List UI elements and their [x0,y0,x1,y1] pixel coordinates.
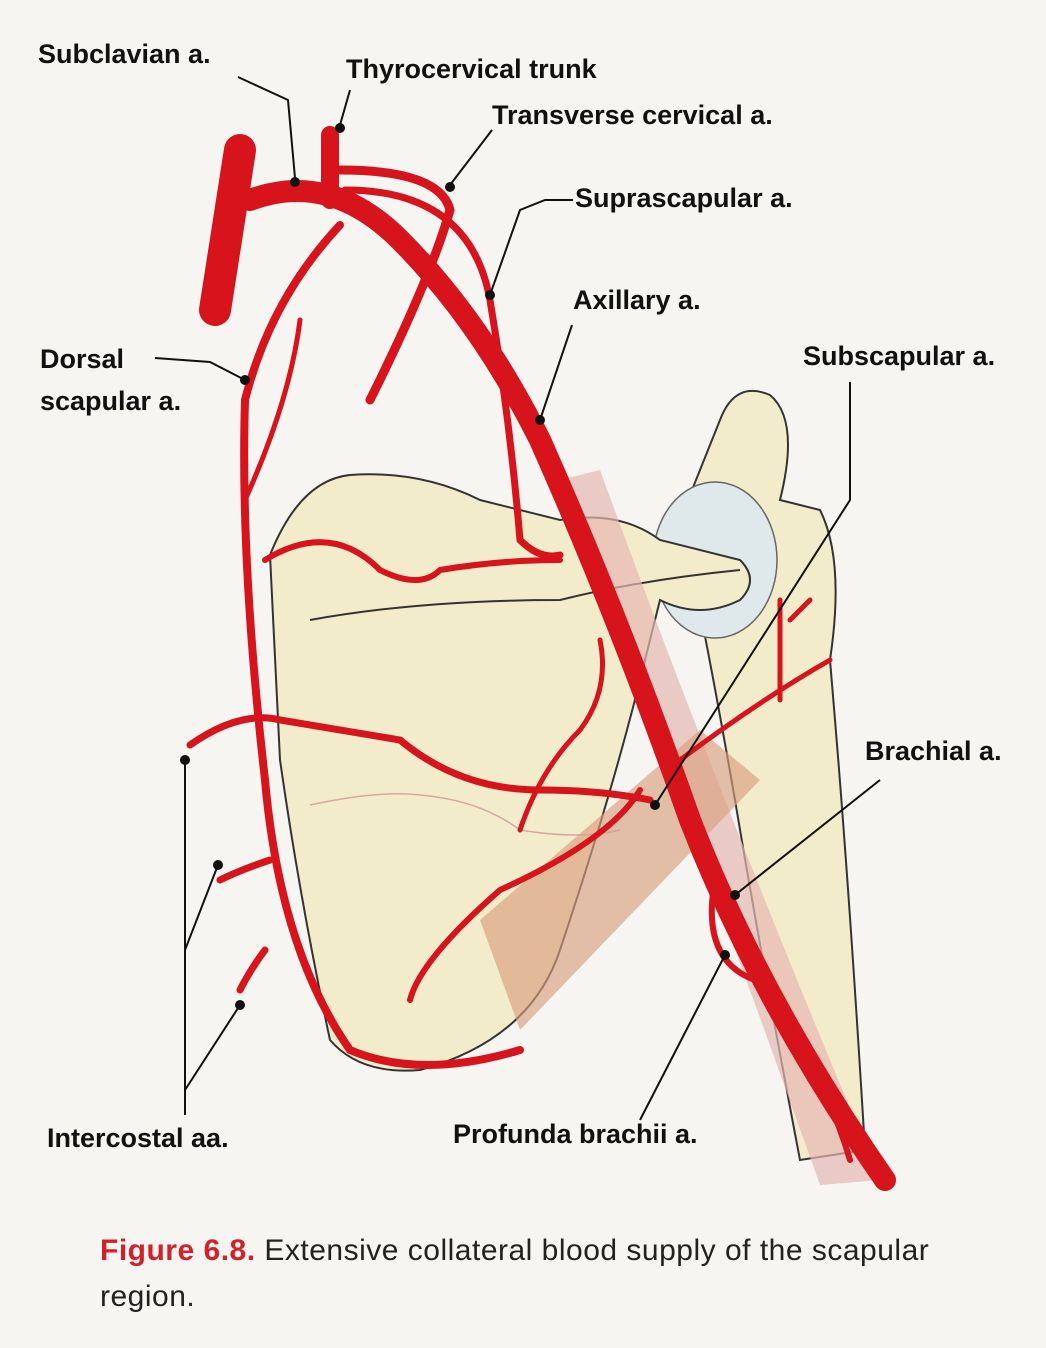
leader-intercostal [184,760,241,1115]
leader-dot [240,375,250,385]
dorsal-scapular-artery [240,221,524,1069]
leader-subscapular [654,382,851,806]
leader-dorsal-scapular [154,357,246,381]
leader-lines [154,76,881,1121]
leader-dot [213,860,223,870]
leader-profunda-brachii [639,954,726,1121]
dorsal-scapular-branch [242,317,303,503]
scapula-contour-line [309,793,621,836]
leader-dot [650,800,660,810]
label-transverse-cervical: Transverse cervical a. [492,100,773,130]
label-profunda-brachii: Profunda brachii a. [453,1119,698,1149]
scapular-spine [309,569,741,621]
label-thyrocervical: Thyrocervical trunk [346,54,597,84]
supraspinous-branch [262,539,563,583]
leader-dot [335,123,345,133]
label-dorsal-scapular-1: Dorsal [40,344,125,374]
label-brachial: Brachial a. [865,736,1002,766]
humeral-circumflex-branches [677,597,833,763]
axillary-artery [239,180,896,1191]
infraspinous-branch [517,637,605,833]
leader-thyrocervical [339,89,351,126]
intercostal-branches [216,856,274,994]
arteries [186,126,896,1191]
label-axillary: Axillary a. [573,285,701,315]
leader-subclavian [237,76,296,179]
transverse-cervical-artery [335,165,455,405]
leader-dot [730,890,740,900]
profunda-brachii-artery [708,877,853,1163]
leader-dot [720,950,730,960]
leader-suprascapular [489,199,573,296]
subclavian-artery [199,134,256,326]
leader-brachial [734,779,881,896]
subscapular-artery [186,714,654,804]
leader-dot [535,415,545,425]
leader-dot [290,177,300,187]
circumflex-scapular-branch [407,787,643,1003]
leader-dot [235,1000,245,1010]
label-intercostal: Intercostal aa. [47,1123,229,1153]
figure-caption: Figure 6.8. Extensive collateral blood s… [100,1228,980,1320]
leader-dot [485,290,495,300]
leader-dot [180,755,190,765]
suprascapular-artery [341,186,564,560]
caption-text: Extensive collateral blood supply of the… [100,1234,930,1313]
figure-number: Figure 6.8. [100,1234,256,1267]
label-subscapular: Subscapular a. [803,341,996,371]
leader-dot [445,182,455,192]
label-dorsal-scapular-2: scapular a. [40,386,182,416]
label-subclavian: Subclavian a. [38,39,211,69]
label-suprascapular: Suprascapular a. [575,183,793,213]
leader-transverse-cervical [449,129,493,186]
leader-axillary [539,324,573,421]
axillary-band [560,470,880,1185]
leader-dots [180,123,740,1010]
